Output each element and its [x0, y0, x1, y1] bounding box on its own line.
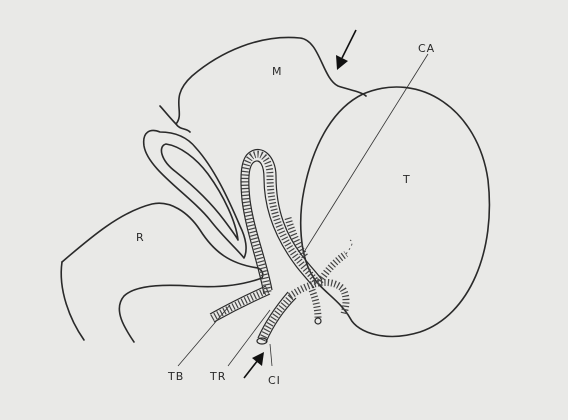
label-tb: TB [167, 370, 184, 383]
ca-leader [304, 54, 428, 252]
label-ci: CI [268, 374, 281, 387]
carotid-ci [262, 296, 292, 340]
lobe-r-lower-edge [61, 262, 84, 340]
upper-mass-lower-edge [160, 106, 190, 132]
carotid-ci-edge-a [258, 292, 288, 338]
branch-tb-edge-b [214, 294, 270, 322]
arrow-bottom [244, 352, 264, 378]
label-ca: CA [418, 42, 435, 55]
branch-short [312, 290, 318, 318]
arrow-top [336, 30, 356, 70]
label-tr: TR [209, 370, 226, 383]
dotted-branch-tip [346, 240, 352, 254]
label-m: M [272, 65, 283, 78]
inner-gyrus [161, 144, 238, 240]
upper-mass-outline [176, 37, 366, 124]
ci-leader [270, 344, 272, 366]
outer-gyrus [144, 131, 246, 258]
branch-tb [212, 290, 268, 318]
label-r: R [136, 231, 145, 244]
label-t: T [402, 173, 411, 186]
tb-leader [178, 305, 230, 366]
lobe-r-outline [62, 203, 263, 342]
branch-lower-right [290, 282, 346, 314]
vessel-end-node [315, 318, 321, 324]
